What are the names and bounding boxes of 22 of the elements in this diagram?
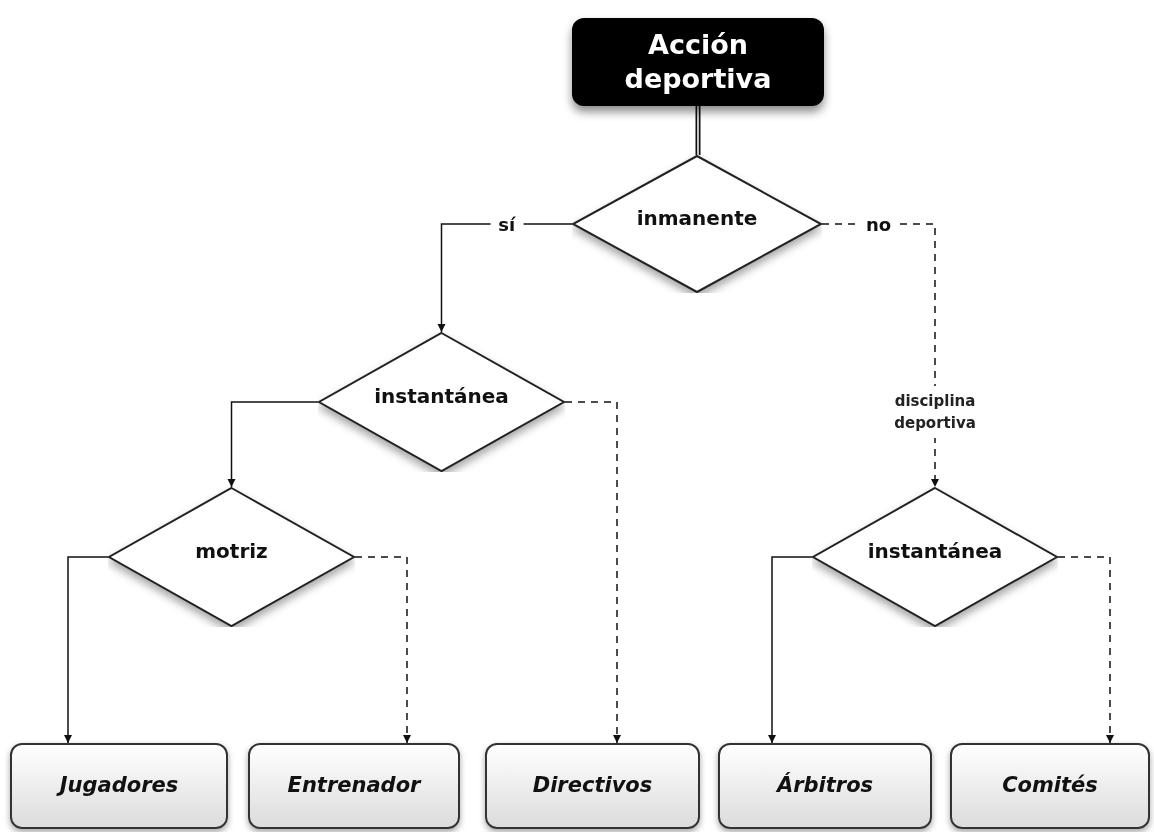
double-connector [695, 106, 701, 155]
decision-label: instantánea [374, 383, 509, 410]
decision-label: motriz [195, 538, 268, 565]
arrow [768, 556, 813, 744]
start-label: Acción deportiva [623, 28, 773, 96]
decision-label: inmanente [636, 205, 758, 232]
arrow [64, 556, 109, 744]
arrow [354, 556, 411, 744]
result-label: Árbitros [776, 771, 874, 800]
start-box [572, 18, 824, 106]
result-box [950, 743, 1150, 829]
result-box [718, 743, 932, 829]
result-box [485, 743, 700, 829]
arrow [227, 401, 319, 488]
decision-label: instantánea [867, 538, 1003, 565]
result-label: Entrenador [287, 772, 421, 800]
result-box [248, 743, 460, 829]
result-label: Directivos [532, 772, 653, 800]
arrow [564, 401, 621, 744]
result-box [10, 743, 228, 829]
arrow [1057, 556, 1114, 744]
result-label: Comités [1002, 772, 1098, 800]
